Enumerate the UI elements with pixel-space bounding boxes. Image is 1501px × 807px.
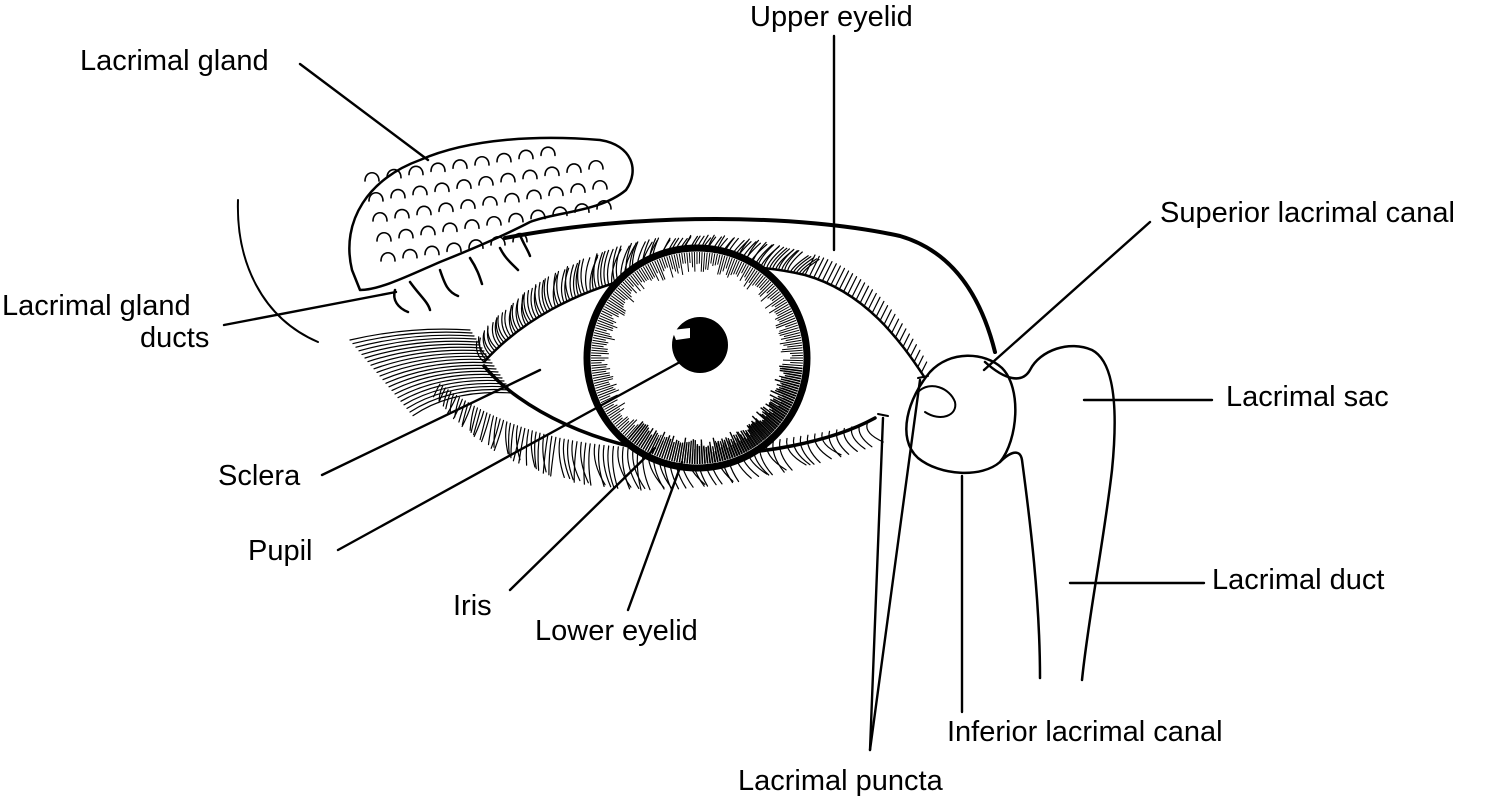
label-inferior-lacrimal-canal: Inferior lacrimal canal xyxy=(947,716,1223,748)
label-lacrimal-gland-ducts-line2: ducts xyxy=(140,322,209,354)
label-pupil: Pupil xyxy=(248,535,313,567)
label-upper-eyelid: Upper eyelid xyxy=(750,1,913,33)
leader-lacrimal-gland-ducts xyxy=(224,292,396,325)
lacrimal-drainage xyxy=(878,346,1115,680)
label-iris: Iris xyxy=(453,590,492,622)
label-superior-lacrimal-canal: Superior lacrimal canal xyxy=(1160,197,1455,229)
label-lacrimal-gland: Lacrimal gland xyxy=(80,45,269,77)
label-lacrimal-gland-ducts-line1: Lacrimal gland xyxy=(2,290,191,322)
label-lacrimal-sac: Lacrimal sac xyxy=(1226,381,1389,413)
label-lower-eyelid: Lower eyelid xyxy=(535,615,698,647)
label-sclera: Sclera xyxy=(218,460,301,492)
label-lacrimal-duct: Lacrimal duct xyxy=(1212,564,1384,596)
pupil-disc xyxy=(672,317,728,373)
leader-superior-lacrimal-canal xyxy=(984,222,1150,370)
leader-lacrimal-gland xyxy=(300,64,428,160)
leader-iris xyxy=(510,448,655,590)
label-lacrimal-puncta: Lacrimal puncta xyxy=(738,765,944,797)
eye-illustration xyxy=(238,138,1115,680)
